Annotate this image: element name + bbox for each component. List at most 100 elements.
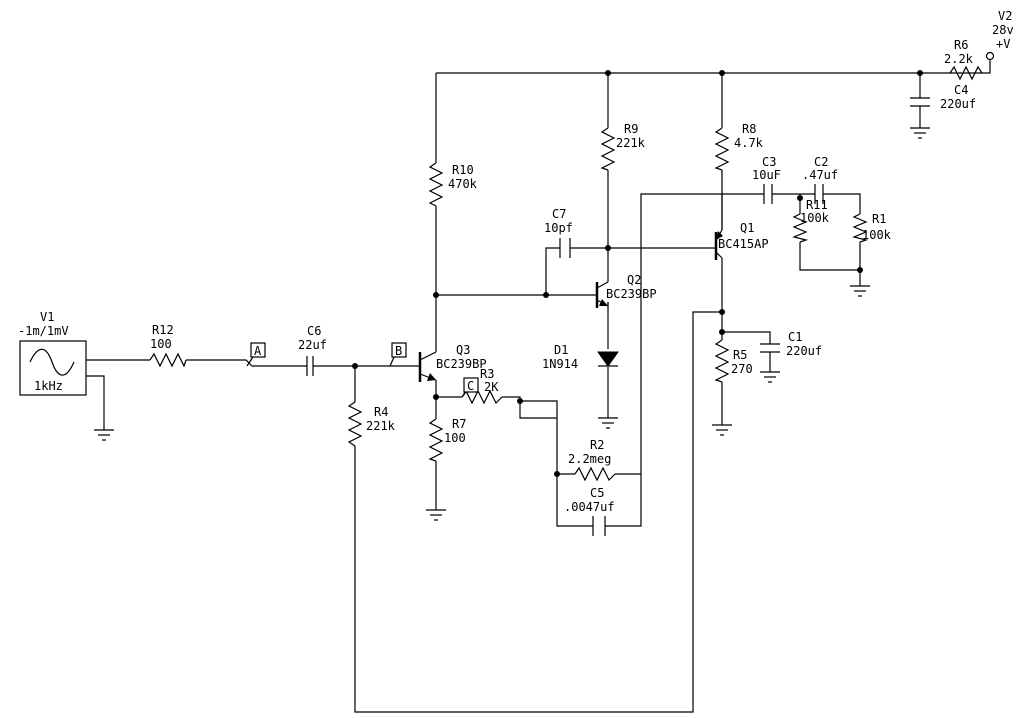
ground-icon [426, 509, 446, 521]
junction-dot [719, 309, 725, 315]
resistor-r3-symbol [461, 389, 503, 405]
r9-value-label: 221k [616, 136, 646, 150]
r11-ref-label: R11 [806, 198, 828, 212]
v1-ref-label: V1 [40, 310, 54, 324]
q1-value-label: BC415AP [718, 237, 769, 251]
r2-value-label: 2.2meg [568, 452, 611, 466]
r5-value-label: 270 [731, 362, 753, 376]
q1-ref-label: Q1 [740, 221, 754, 235]
q2-value-label: BC239BP [606, 287, 657, 301]
r8-value-label: 4.7k [734, 136, 764, 150]
r4-ref-label: R4 [374, 405, 388, 419]
junction-dot [543, 292, 549, 298]
c6-ref-label: C6 [307, 324, 321, 338]
capacitor-c1-symbol [760, 343, 780, 353]
r12-ref-label: R12 [152, 323, 174, 337]
ac-source-v1-symbol [19, 340, 87, 396]
capacitor-c5-symbol [592, 516, 606, 536]
v1-freq-label: 1kHz [34, 379, 63, 393]
v2-value-label: 28v [992, 23, 1014, 37]
ground-icon [712, 424, 732, 436]
r10-value-label: 470k [448, 177, 478, 191]
c2-value-label: .47uf [802, 168, 838, 182]
junction-dot [352, 363, 358, 369]
resistor-r4-symbol [347, 401, 363, 447]
capacitor-c3-symbol [763, 184, 773, 204]
junction-dot [857, 267, 863, 273]
r9-ref-label: R9 [624, 122, 638, 136]
r1-value-label: 100k [862, 228, 892, 242]
transistor-q2-symbol [595, 281, 609, 308]
v2-symbol-label: +V [996, 37, 1010, 51]
resistor-r9-symbol [600, 127, 616, 171]
junction-dot [605, 245, 611, 251]
c4-value-label: 220uf [940, 97, 976, 111]
r10-ref-label: R10 [452, 163, 474, 177]
supply-terminal-icon [985, 51, 995, 61]
r11-value-label: 100k [800, 211, 830, 225]
r3-value-label: 2K [484, 380, 499, 394]
junction-dot [797, 195, 803, 201]
probe-b-label: B [395, 344, 402, 358]
junction-dot [719, 70, 725, 76]
diode-d1-symbol [597, 351, 619, 367]
capacitor-c6-symbol [306, 356, 314, 376]
c7-ref-label: C7 [552, 207, 566, 221]
r5-ref-label: R5 [733, 348, 747, 362]
c5-value-label: .0047uf [564, 500, 615, 514]
r2-ref-label: R2 [590, 438, 604, 452]
ground-icon [760, 371, 780, 383]
probe-c-label: C [467, 379, 474, 393]
r4-value-label: 221k [366, 419, 396, 433]
c3-ref-label: C3 [762, 155, 776, 169]
r1-ref-label: R1 [872, 212, 886, 226]
ground-icon [910, 127, 930, 139]
q3-ref-label: Q3 [456, 343, 470, 357]
c6-value-label: 22uf [298, 338, 327, 352]
junction-dot [917, 70, 923, 76]
r12-value-label: 100 [150, 337, 172, 351]
junction-dot [605, 70, 611, 76]
capacitor-c7-symbol [559, 238, 571, 258]
junction-dot [433, 292, 439, 298]
resistor-r7-symbol [428, 418, 444, 462]
r6-value-label: 2.2k [944, 52, 974, 66]
resistor-r10-symbol [428, 162, 444, 207]
capacitor-c4-symbol [910, 97, 930, 107]
resistor-r11-symbol [792, 213, 809, 243]
r6-ref-label: R6 [954, 38, 968, 52]
resistor-r5-symbol [714, 339, 730, 383]
r3-ref-label: R3 [480, 367, 494, 381]
c1-value-label: 220uf [786, 344, 822, 358]
resistor-r12-symbol [149, 352, 187, 368]
resistor-r6-symbol [949, 65, 983, 81]
c1-ref-label: C1 [788, 330, 802, 344]
q3-value-label: BC239BP [436, 357, 487, 371]
transistor-q1-symbol [714, 229, 723, 260]
r8-ref-label: R8 [742, 122, 756, 136]
c5-ref-label: C5 [590, 486, 604, 500]
resistor-r2-symbol [574, 466, 616, 482]
resistor-r1-symbol [852, 213, 869, 243]
probe-b[interactable]: B [389, 342, 407, 367]
v2-ref-label: V2 [998, 9, 1012, 23]
junction-dot [719, 329, 725, 335]
v1-value-label: -1m/1mV [18, 324, 69, 338]
resistor-r8-symbol [714, 127, 730, 171]
c7-value-label: 10pf [544, 221, 573, 235]
ground-icon [850, 285, 870, 297]
capacitor-c2-symbol [814, 184, 824, 204]
c3-value-label: 10uF [752, 168, 781, 182]
junction-dot [554, 471, 560, 477]
junction-dot [433, 394, 439, 400]
r7-value-label: 100 [444, 431, 466, 445]
c2-ref-label: C2 [814, 155, 828, 169]
ground-icon [598, 417, 618, 429]
c4-ref-label: C4 [954, 83, 968, 97]
probe-a[interactable]: A [246, 342, 266, 367]
ground-icon [94, 429, 114, 441]
probe-c[interactable]: C [461, 377, 479, 398]
d1-value-label: 1N914 [542, 357, 578, 371]
r7-ref-label: R7 [452, 417, 466, 431]
